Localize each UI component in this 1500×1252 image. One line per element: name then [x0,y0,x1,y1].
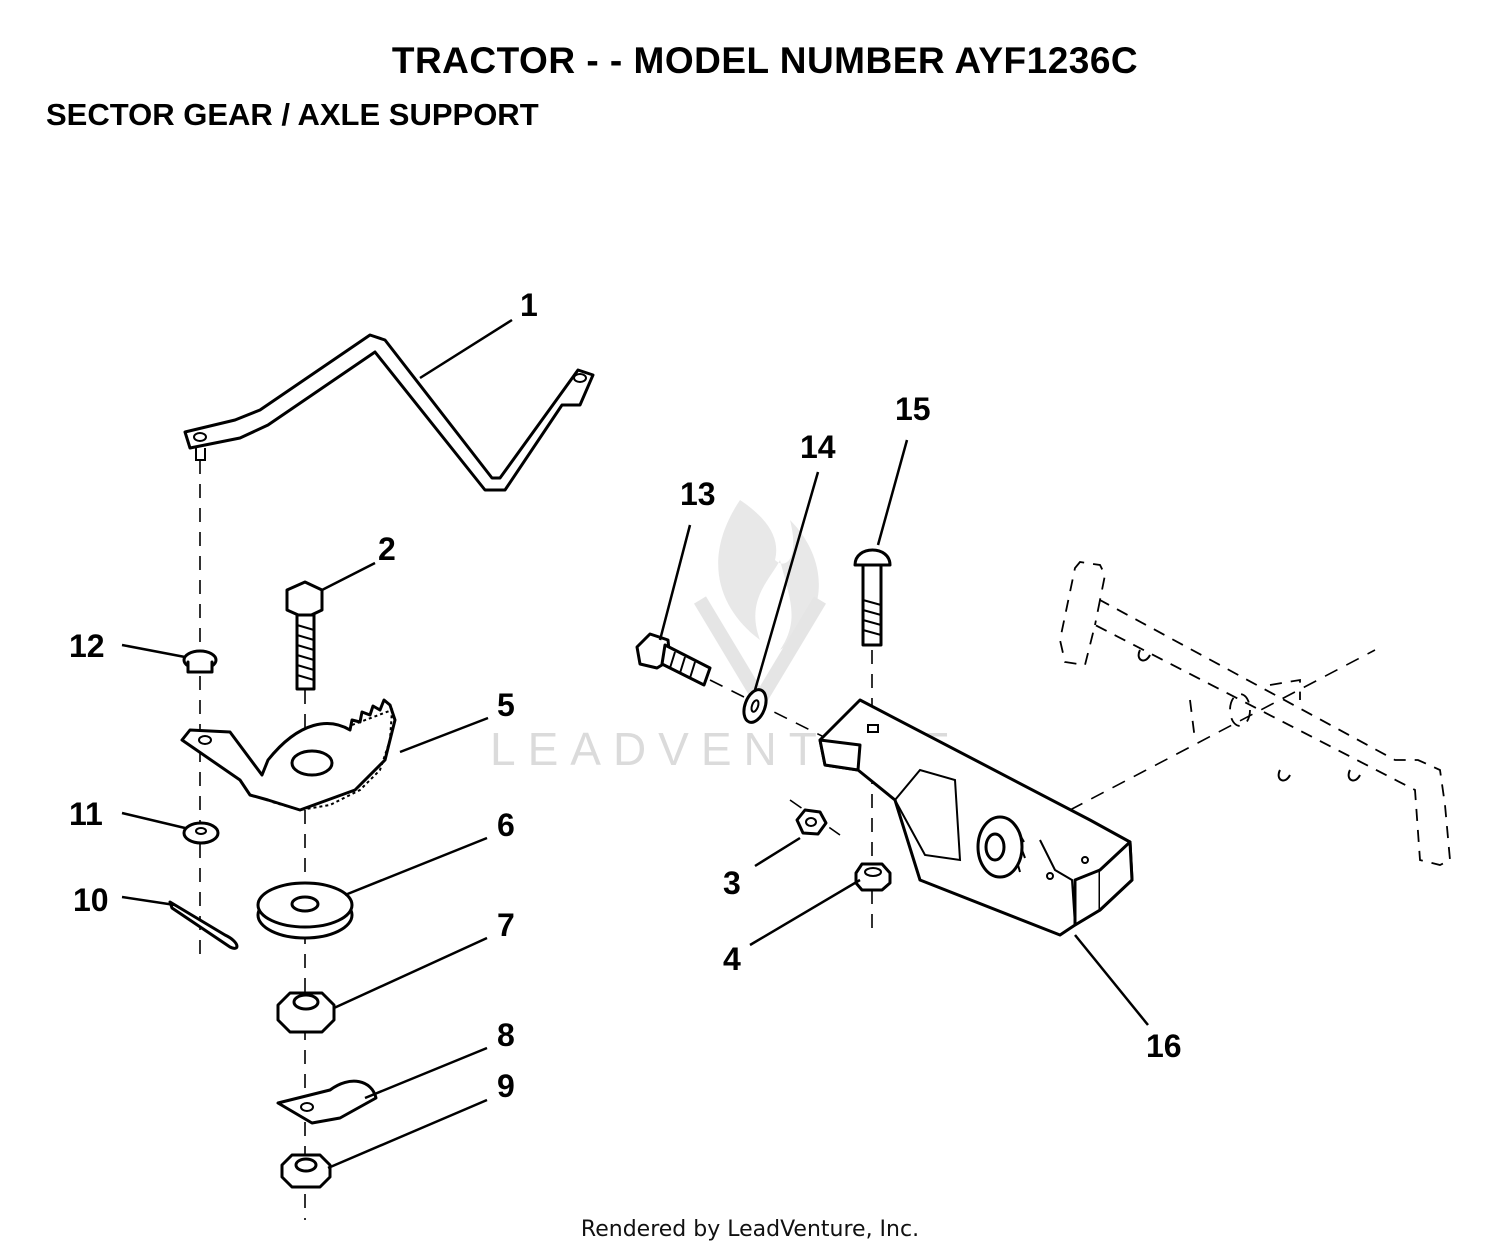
part-16-axle-support [818,698,1134,937]
callout-3: 3 [723,865,741,901]
section-title: SECTOR GEAR / AXLE SUPPORT [46,97,539,132]
callout-2: 2 [378,531,396,567]
callout-6: 6 [497,807,515,843]
leader-10 [121,895,176,907]
callout-16: 16 [1146,1028,1182,1064]
page-title: TRACTOR - - MODEL NUMBER AYF1236C [391,40,1139,81]
leader-1 [419,318,513,380]
part-1-drag-link [183,333,595,492]
callout-9: 9 [497,1068,515,1104]
callout-13: 13 [680,476,716,512]
leader-5 [399,716,489,754]
part-10-cotter-pin [168,900,239,950]
callout-8: 8 [497,1017,515,1053]
callout-15: 15 [895,391,931,427]
leader-2 [321,561,376,592]
front-axle-phantom [1059,561,1451,866]
callout-11: 11 [69,796,103,832]
part-5-sector-gear [180,698,397,812]
part-15-carriage-bolt [853,548,892,647]
leader-8 [364,1046,488,1100]
part-3-nut [795,808,828,836]
part-4-nut [854,862,892,892]
leader-11 [121,811,186,830]
leader-6 [344,836,488,897]
centerline-axle [1069,649,1376,811]
leader-14 [753,471,820,691]
callout-4: 4 [723,941,741,977]
leader-15 [876,439,909,546]
part-7-hex-nut [276,991,336,1034]
part-8-clip [276,1079,378,1125]
footer-credit: Rendered by LeadVenture, Inc. [580,1217,920,1242]
leader-16 [1074,934,1149,1026]
leader-4 [749,878,861,947]
callout-10: 10 [73,882,109,918]
part-11-washer [182,821,220,845]
part-2-bolt [285,580,324,691]
callout-14: 14 [800,429,836,465]
callout-5: 5 [497,687,515,723]
leader-7 [333,936,488,1010]
leader-9 [327,1098,488,1170]
part-13-bolt [635,632,712,687]
leader-3 [754,836,801,868]
part-12-flange-nut [182,649,218,674]
callout-12: 12 [69,628,105,664]
part-6-large-washer [256,881,354,940]
leader-13 [658,524,692,641]
callout-1: 1 [520,287,538,323]
part-9-hex-nut [280,1153,332,1189]
part-14-washer [742,688,768,724]
callout-7: 7 [497,907,515,943]
leader-12 [121,643,186,659]
